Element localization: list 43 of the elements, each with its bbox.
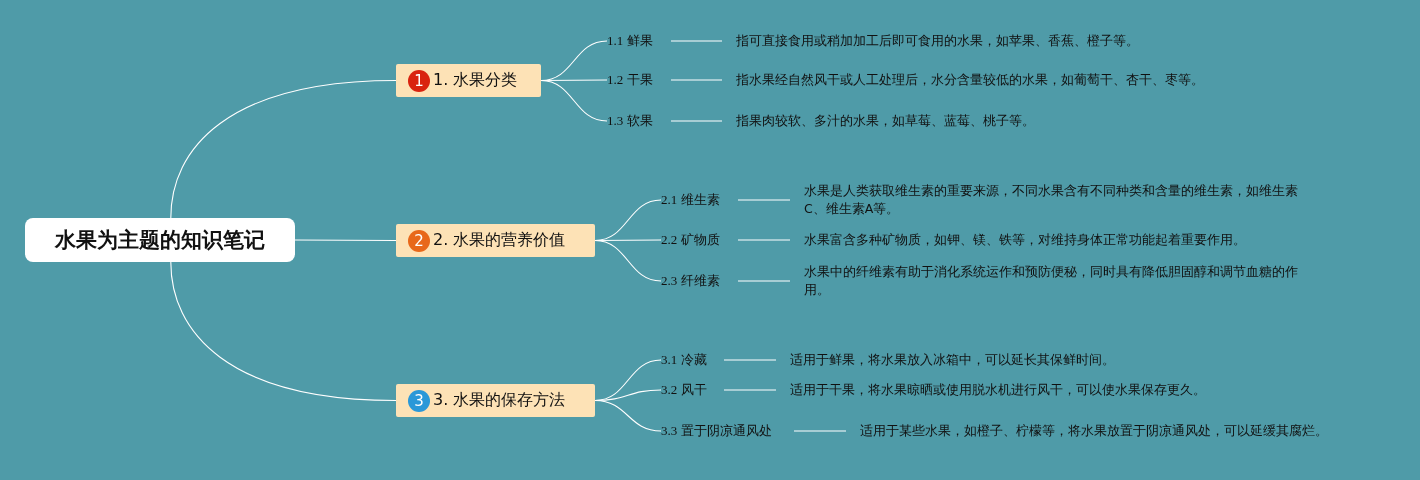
description-text: 适用于鲜果，将水果放入冰箱中，可以延长其保鲜时间。 bbox=[776, 351, 1250, 369]
number-badge: 1 bbox=[408, 69, 430, 92]
topic-label: 3. 水果的保存方法 bbox=[433, 390, 566, 411]
description-text: 指果肉较软、多汁的水果，如草莓、蓝莓、桃子等。 bbox=[722, 112, 1196, 130]
description-text: 水果是人类获取维生素的重要来源，不同水果含有不同种类和含量的维生素，如维生素C、维生素A等。 bbox=[790, 182, 1314, 218]
description-text: 水果富含多种矿物质，如钾、镁、铁等，对维持身体正常功能起着重要作用。 bbox=[790, 231, 1314, 249]
connector-line bbox=[737, 239, 791, 241]
description-text: 水果中的纤维素有助于消化系统运作和预防便秘，同时具有降低胆固醇和调节血糖的作用。 bbox=[790, 263, 1314, 299]
subtopic-label: 1.2 干果 bbox=[607, 71, 671, 89]
connector-line bbox=[670, 79, 723, 81]
subtopic-label: 3.2 风干 bbox=[661, 381, 724, 399]
description-text: 指水果经自然风干或人工处理后，水分含量较低的水果，如葡萄干、杏干、枣等。 bbox=[722, 71, 1236, 89]
connector-line bbox=[723, 389, 777, 391]
connector-line bbox=[723, 359, 777, 361]
connector-line bbox=[737, 280, 791, 282]
topic-box bbox=[396, 384, 595, 417]
connector-line bbox=[294, 239, 397, 242]
description-text: 适用于某些水果，如橙子、柠檬等，将水果放置于阴凉通风处，可以延缓其腐烂。 bbox=[846, 422, 1360, 440]
connector-line bbox=[170, 261, 397, 402]
topic-box bbox=[396, 64, 541, 97]
number-badge: 3 bbox=[408, 389, 430, 412]
subtopic-label: 3.3 置于阴凉通风处 bbox=[661, 422, 794, 440]
connector-line bbox=[737, 199, 791, 201]
description-text: 适用于干果，将水果晾晒或使用脱水机进行风干，可以使水果保存更久。 bbox=[776, 381, 1250, 399]
subtopic-label: 2.2 矿物质 bbox=[661, 231, 738, 249]
connector-line bbox=[670, 120, 723, 122]
connector-line bbox=[540, 79, 608, 122]
connector-line bbox=[793, 430, 847, 432]
subtopic-label: 2.3 纤维素 bbox=[661, 272, 738, 290]
root-topic-box: 水果为主题的知识笔记 bbox=[25, 218, 295, 262]
connector-line bbox=[170, 79, 397, 219]
connector-line bbox=[594, 399, 662, 432]
topic-label: 1. 水果分类 bbox=[433, 70, 518, 91]
subtopic-label: 1.3 软果 bbox=[607, 112, 671, 130]
topic-label: 2. 水果的营养价值 bbox=[433, 230, 566, 251]
connector-line bbox=[594, 239, 662, 282]
description-text: 指可直接食用或稍加加工后即可食用的水果，如苹果、香蕉、橙子等。 bbox=[722, 32, 1196, 50]
number-badge: 2 bbox=[408, 229, 430, 252]
subtopic-label: 2.1 维生素 bbox=[661, 191, 738, 209]
topic-box bbox=[396, 224, 595, 257]
connector-line bbox=[670, 40, 723, 42]
subtopic-label: 3.1 冷藏 bbox=[661, 351, 724, 369]
subtopic-label: 1.1 鲜果 bbox=[607, 32, 671, 50]
